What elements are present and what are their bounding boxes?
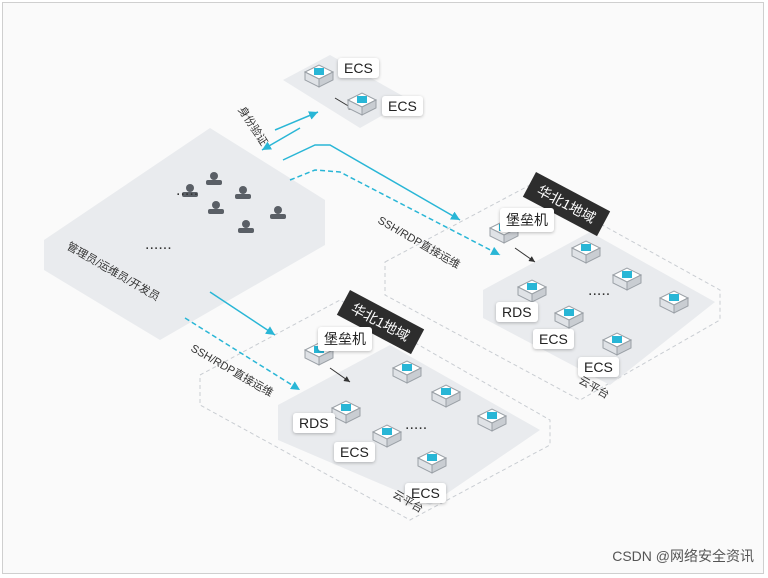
users-panel [44,128,325,340]
auth-arrow-up [274,111,319,131]
user-icon [182,184,198,197]
user-icon [235,186,251,199]
bastion-arrow-left [329,367,351,383]
user-icon [270,206,286,219]
auth-arrow-down [261,127,301,151]
bastion-label-right: 堡垒机 [500,208,554,232]
left-cloud-panel [278,345,540,505]
watermark: CSDN @网络安全资讯 [612,548,754,564]
rds-label-left: RDS [293,413,335,433]
user-icon [208,201,224,214]
server-icon [391,360,423,384]
server-icon [430,384,462,408]
server-icon [416,450,448,474]
server-icon [601,332,633,356]
server-icon [658,290,690,314]
server-icon [303,64,335,88]
server-icon [570,240,602,264]
database-icon [330,400,362,424]
solid-arrow-right [282,144,461,221]
server-icon [553,305,585,329]
dashed-arrow-left [184,317,301,391]
ecs-label-top-2: ECS [382,96,423,116]
server-icon [371,424,403,448]
left-ellipsis: ..... [405,416,428,433]
ecs-label-right-2: ECS [578,357,619,377]
ecs-label-left-2: ECS [405,483,446,503]
user-icon [206,172,222,185]
user-icons [182,172,286,233]
users-ellipsis-1: ..... [176,182,199,199]
user-icon [238,220,254,233]
right-ellipsis: ..... [588,282,611,299]
solid-arrow-left [209,291,276,336]
ecs-label-top-1: ECS [338,58,379,78]
ecs-label-right-1: ECS [533,329,574,349]
database-icon [516,279,548,303]
server-icon [476,408,508,432]
users-ellipsis-2: ...... [145,236,172,253]
ecs-label-left-1: ECS [334,442,375,462]
server-icon [611,267,643,291]
bastion-arrow-right [514,247,536,263]
rds-label-right: RDS [496,302,538,322]
server-icon [346,92,378,116]
bastion-label-left: 堡垒机 [318,327,372,351]
